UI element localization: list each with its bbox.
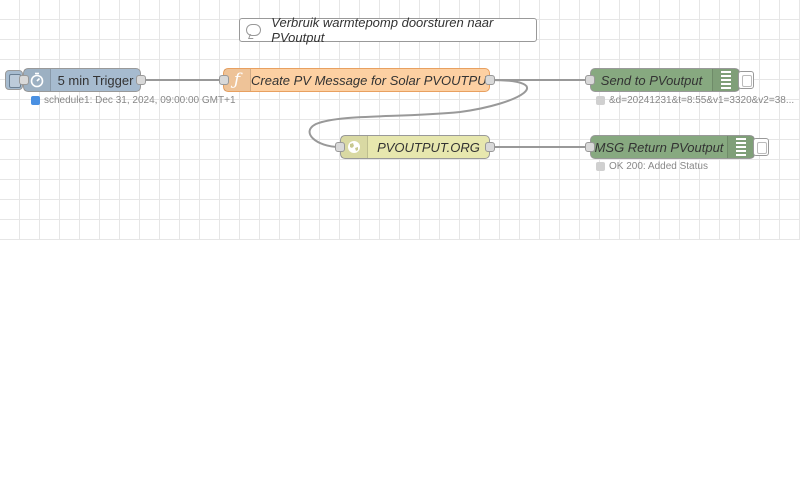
send-pvoutput-node[interactable]: Send to PVoutput [590,68,740,92]
inject-button[interactable] [5,70,23,90]
http-input-port[interactable] [335,142,345,152]
send-status: &d=20241231&t=8:55&v1=3320&v2=38... [596,95,794,106]
http-request-label: PVOUTPUT.ORG [377,139,480,155]
function-label: Create PV Message for Solar PVOUTPUT [251,72,489,88]
function-input-port[interactable] [219,75,229,85]
status-dot-blue [31,96,40,105]
msg-return-input-port[interactable] [585,142,595,152]
msg-return-status-text: OK 200: Added Status [609,161,708,172]
msg-return-status: OK 200: Added Status [596,161,708,172]
function-output-port[interactable] [485,75,495,85]
comment-text: Verbruik warmtepomp doorsturen naar PVou… [271,15,494,45]
trigger-label: 5 min Trigger [57,72,134,88]
debug-list-icon [712,69,739,91]
trigger-status: schedule1: Dec 31, 2024, 09:00:00 GMT+1 [31,95,236,106]
send-input-port[interactable] [585,75,595,85]
send-debug-toggle-button[interactable] [738,71,754,89]
flow-wires [140,79,590,148]
timer-icon [24,69,51,91]
trigger-node[interactable]: 5 min Trigger [23,68,141,92]
send-pvoutput-label: Send to PVoutput [600,72,703,88]
wire-function-to-http[interactable] [308,79,529,148]
msg-return-label: MSG Return PVoutput [594,139,724,155]
comment-icon [246,24,262,36]
status-dot-grey [596,96,605,105]
msg-return-debug-toggle-button[interactable] [753,138,769,156]
globe-icon [341,136,368,158]
trigger-status-text: schedule1: Dec 31, 2024, 09:00:00 GMT+1 [44,95,236,106]
http-output-port[interactable] [485,142,495,152]
debug-list-icon [727,136,754,158]
function-icon: ƒ [224,69,251,91]
msg-return-node[interactable]: MSG Return PVoutput [590,135,755,159]
comment-node[interactable]: Verbruik warmtepomp doorsturen naar PVou… [239,15,537,45]
send-status-text: &d=20241231&t=8:55&v1=3320&v2=38... [609,95,795,106]
status-dot-grey [596,162,605,171]
trigger-output-port[interactable] [136,75,146,85]
trigger-input-port[interactable] [19,75,29,85]
http-request-node[interactable]: PVOUTPUT.ORG [340,135,490,159]
function-node[interactable]: ƒ Create PV Message for Solar PVOUTPUT [223,68,490,92]
